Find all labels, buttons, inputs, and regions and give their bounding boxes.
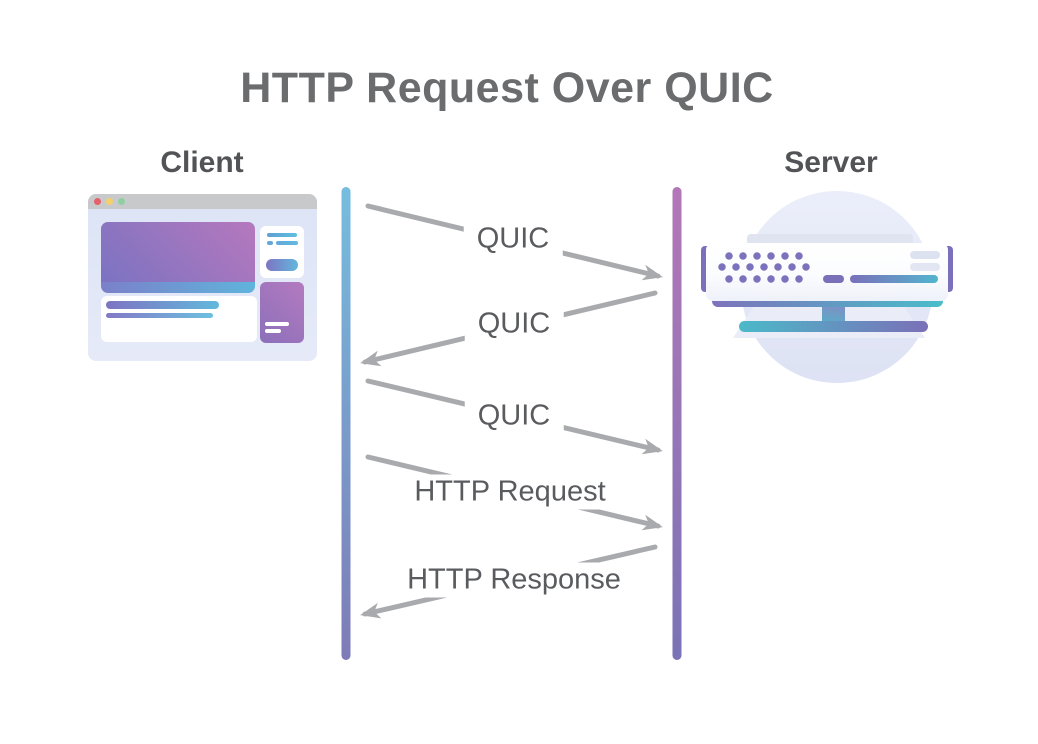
server-progress-pill: [850, 275, 938, 283]
browser-promo-card: [260, 282, 304, 343]
server-monitor-base: [739, 321, 928, 332]
browser-text-line: [106, 313, 213, 318]
browser-text-line: [265, 329, 281, 333]
browser-text-line: [267, 233, 297, 237]
browser-text-line: [276, 241, 298, 245]
browser-text-line: [106, 301, 219, 309]
window-minimize-dot: [106, 198, 113, 205]
window-maximize-dot: [118, 198, 125, 205]
message-label: HTTP Response: [394, 562, 634, 598]
browser-hero-banner: [101, 222, 255, 293]
server-led-dash: [823, 275, 844, 283]
browser-text-line: [267, 241, 273, 245]
server-slot-pill: [910, 263, 940, 271]
client-lifeline: [341, 187, 351, 660]
message-label: QUIC: [464, 306, 564, 342]
browser-button-shape: [266, 259, 298, 271]
browser-sidebar-card: [260, 226, 304, 278]
browser-hero-strip: [101, 282, 255, 293]
server-vent-dots-row: [715, 263, 813, 271]
client-label: Client: [160, 146, 244, 179]
client-browser-illustration: [88, 194, 317, 361]
server-lifeline: [672, 187, 682, 660]
diagram-title: HTTP Request Over QUIC: [240, 64, 774, 112]
browser-content-card: [101, 296, 257, 342]
server-slot-pill: [910, 251, 940, 259]
browser-text-line: [265, 322, 289, 326]
message-label: QUIC: [463, 221, 563, 257]
message-label: HTTP Request: [401, 474, 619, 510]
server-vent-dots-row: [722, 252, 806, 260]
browser-hero-image: [101, 222, 255, 282]
browser-titlebar: [88, 194, 317, 209]
server-label: Server: [784, 146, 878, 179]
window-close-dot: [94, 198, 101, 205]
message-label: QUIC: [464, 398, 564, 434]
server-vent-dots-row: [722, 275, 806, 283]
